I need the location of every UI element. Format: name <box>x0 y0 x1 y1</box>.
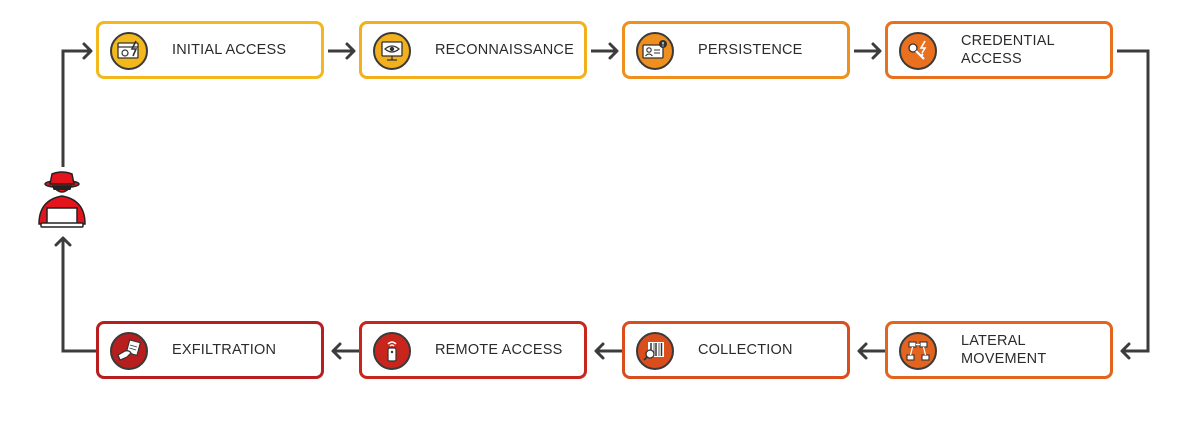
arrow-head <box>82 42 93 60</box>
arrow-head <box>54 236 72 247</box>
arrow-head <box>608 42 619 60</box>
stage-exfiltration: EXFILTRATION <box>96 321 324 379</box>
stage-label: PERSISTENCE <box>698 42 803 58</box>
arrow-line <box>61 238 96 353</box>
stage-label: INITIAL ACCESS <box>172 42 287 58</box>
stage-label: LATERAL MOVEMENT <box>961 333 1047 367</box>
stage-credential-access: CREDENTIAL ACCESS <box>885 21 1113 79</box>
arrow-head <box>345 42 356 60</box>
stage-collection: COLLECTION <box>622 321 850 379</box>
stage-lateral-movement: LATERAL MOVEMENT <box>885 321 1113 379</box>
stage-remote-access: REMOTE ACCESS <box>359 321 587 379</box>
arrow-line <box>1117 49 1150 353</box>
stage-reconnaissance: RECONNAISSANCE <box>359 21 587 79</box>
key-lightning-icon <box>899 32 937 70</box>
stage-label: RECONNAISSANCE <box>435 42 574 58</box>
arrow-head <box>857 342 868 360</box>
arrow-head <box>871 42 882 60</box>
stage-initial-access: INITIAL ACCESS <box>96 21 324 79</box>
hand-document-icon <box>110 332 148 370</box>
network-nodes-icon <box>899 332 937 370</box>
hacker-icon <box>33 170 91 230</box>
stage-label: CREDENTIAL ACCESS <box>961 33 1055 67</box>
stage-persistence: PERSISTENCE <box>622 21 850 79</box>
id-card-alert-icon <box>636 32 674 70</box>
stage-label: EXFILTRATION <box>172 342 277 358</box>
arrow-head <box>1120 342 1131 360</box>
remote-device-icon <box>373 332 411 370</box>
arrow-head <box>331 342 342 360</box>
arrow-head <box>594 342 605 360</box>
barcode-magnifier-icon <box>636 332 674 370</box>
browser-lightning-icon <box>110 32 148 70</box>
stage-label: REMOTE ACCESS <box>435 342 563 358</box>
eye-monitor-icon <box>373 32 411 70</box>
stage-label: COLLECTION <box>698 342 793 358</box>
arrow-line <box>61 49 91 167</box>
